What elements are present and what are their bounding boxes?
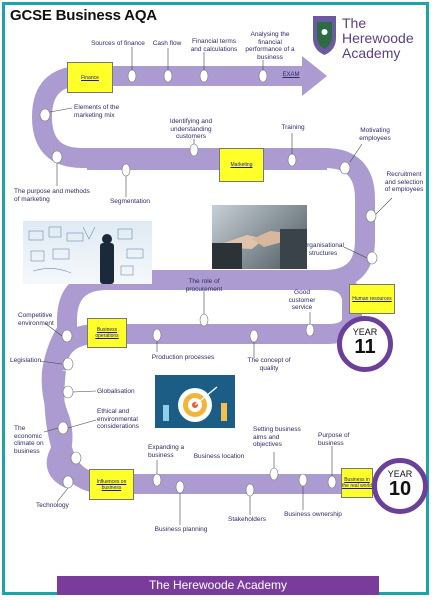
label-org-structures: Organisational structures [302, 242, 344, 257]
label-financial-terms: Financial terms and calculations [190, 38, 238, 53]
label-economic-climate: The economic climate on business [14, 425, 44, 455]
label-technology: Technology [36, 502, 69, 509]
label-globalisation: Globalisation [97, 388, 135, 395]
label-good-service: Good customer service [288, 289, 316, 311]
footer-banner: The Herewoode Academy [57, 576, 379, 595]
label-recruitment: Recruitment and selection of employees [384, 171, 424, 193]
year-11-badge: YEAR 11 [337, 316, 393, 372]
unit-real-world: Business in the real world [341, 468, 373, 498]
label-location: Business location [193, 453, 245, 460]
label-ownership: Business ownership [284, 511, 342, 518]
year-10-badge: YEAR 10 [372, 458, 428, 514]
label-cash-flow: Cash flow [152, 40, 182, 47]
label-analysing: Analysing the financial performance of a… [245, 31, 295, 61]
label-sources-finance: Sources of finance [91, 40, 145, 47]
page-title: GCSE Business AQA [10, 7, 157, 24]
brainstorm-illustration [23, 221, 152, 284]
label-purpose-business: Purpose of business [318, 432, 350, 447]
school-name: The Herewoode Academy [342, 15, 414, 61]
unit-influences: Influences on business [89, 469, 134, 500]
label-role-procurement: The role of procurement [185, 278, 223, 293]
label-ethical: Ethical and environmental considerations [97, 408, 139, 430]
label-identifying: Identifying and understanding customers [169, 118, 213, 140]
label-purpose-methods: The purpose and methods of marketing [14, 188, 90, 203]
label-motivating: Motivating employees [359, 127, 391, 142]
label-stakeholders: Stakeholders [228, 516, 266, 523]
label-elements-mix: Elements of the marketing mix [74, 104, 120, 119]
label-quality: The concept of quality [247, 357, 291, 372]
label-segmentation: Segmentation [109, 198, 151, 205]
handshake-illustration [212, 205, 307, 269]
label-production: Production processes [151, 354, 215, 361]
label-training: Training [281, 124, 305, 131]
label-competitive: Competitive environment [18, 312, 54, 327]
exam-label: EXAM [282, 72, 300, 78]
unit-business-operations: Business operations [87, 318, 127, 348]
unit-marketing: Marketing [219, 148, 264, 182]
label-expanding: Expanding a business [148, 444, 185, 459]
label-legislation: Legislation [10, 357, 42, 364]
unit-finance: Finance [67, 62, 113, 93]
target-illustration [155, 375, 235, 428]
label-planning: Business planning [154, 526, 208, 533]
unit-human-resources: Human resources [349, 284, 395, 314]
label-setting-aims: Setting business aims and objectives [253, 426, 301, 448]
